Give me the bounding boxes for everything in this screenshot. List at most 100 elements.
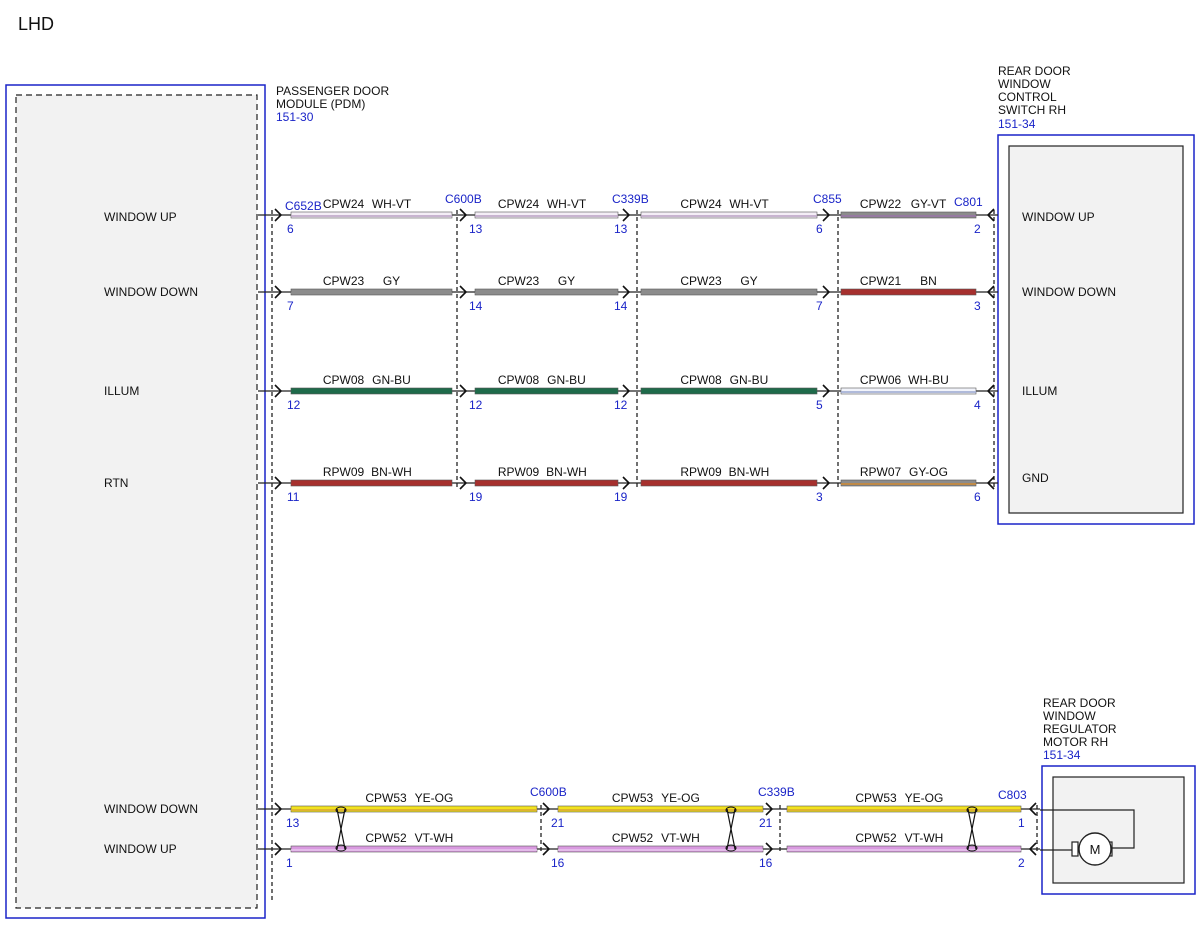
connector-label[interactable]: C600B [530,785,567,799]
connector-label[interactable]: C803 [998,788,1027,802]
wire-body[interactable] [840,479,977,487]
twisted-pair-icon [725,806,737,852]
wire-body[interactable] [290,211,453,219]
pin-number: 21 [759,816,773,830]
wire-color-code: BN-WH [371,465,412,479]
wire-body[interactable] [290,805,538,813]
wire-body[interactable] [786,845,1022,853]
wire-body[interactable] [290,387,453,395]
wire-color-code: BN-WH [729,465,770,479]
switch-ref-link[interactable]: 151-34 [998,117,1036,131]
pdm-ref-link[interactable]: 151-30 [276,110,314,124]
connector-chevron-icon [986,285,995,299]
wire-body[interactable] [640,288,818,296]
connector-chevron-icon [822,384,831,398]
wire-color-code: YE-OG [661,791,700,805]
wire-body[interactable] [640,479,818,487]
wire-color-code: GY [740,274,757,288]
pin-number: 12 [469,398,483,412]
connector-chevron-icon [274,842,283,856]
connector-chevron-icon [274,476,283,490]
wire-body[interactable] [557,845,764,853]
wire-body[interactable] [640,387,818,395]
wire-body[interactable] [290,479,453,487]
connector-chevron-icon [765,802,774,816]
connector-label[interactable]: C600B [445,192,482,206]
motor-ref-link[interactable]: 151-34 [1043,748,1081,762]
pin-number: 1 [286,856,293,870]
diagram-title: LHD [18,14,54,34]
wire-body[interactable] [474,479,619,487]
connector-label[interactable]: C339B [758,785,795,799]
pdm-pin-label: WINDOW UP [104,842,177,856]
wire-color-code: BN [920,274,937,288]
circuit-number: CPW52 [855,831,897,845]
connector-label[interactable]: C855 [813,192,842,206]
wire-body[interactable] [474,387,619,395]
wire-body[interactable] [290,845,538,853]
wire-body[interactable] [840,288,977,296]
connector-chevron-icon [459,476,468,490]
pdm-name-line-1: PASSENGER DOOR [276,84,389,98]
circuit-number: RPW07 [860,465,902,479]
rear-door-window-control-switch[interactable] [997,134,1195,525]
connector-chevron-icon [274,285,283,299]
wire-body[interactable] [557,805,764,813]
wire-color-code: GN-BU [547,373,586,387]
wire-body[interactable] [474,288,619,296]
circuit-number: CPW06 [860,373,902,387]
pdm-module[interactable] [5,84,266,919]
switch-pin-label: ILLUM [1022,384,1057,398]
wire-color-code: GN-BU [372,373,411,387]
switch-name-line-2: WINDOW [998,77,1051,91]
wire-color-code: GY [558,274,575,288]
pin-number: 16 [551,856,565,870]
circuit-number: CPW24 [680,197,722,211]
pdm-name-line-2: MODULE (PDM) [276,97,365,111]
wire-body[interactable] [640,211,818,219]
switch-name-line-4: SWITCH RH [998,103,1066,117]
connector-label[interactable]: C801 [954,195,983,209]
wire-body[interactable] [786,805,1022,813]
pin-number: 19 [469,490,483,504]
connector-label[interactable]: C652B [285,199,322,213]
connector-chevron-icon [986,384,995,398]
rear-door-window-regulator-motor[interactable] [1040,765,1196,895]
circuit-number: RPW09 [498,465,540,479]
wire-body[interactable] [474,211,619,219]
circuit-number: CPW53 [365,791,407,805]
connector-label[interactable]: C339B [612,192,649,206]
wire-body[interactable] [840,211,977,219]
connector-chevron-icon [542,802,551,816]
wire-body[interactable] [290,288,453,296]
wire-body[interactable] [840,387,977,395]
wire-color-code: VT-WH [415,831,454,845]
